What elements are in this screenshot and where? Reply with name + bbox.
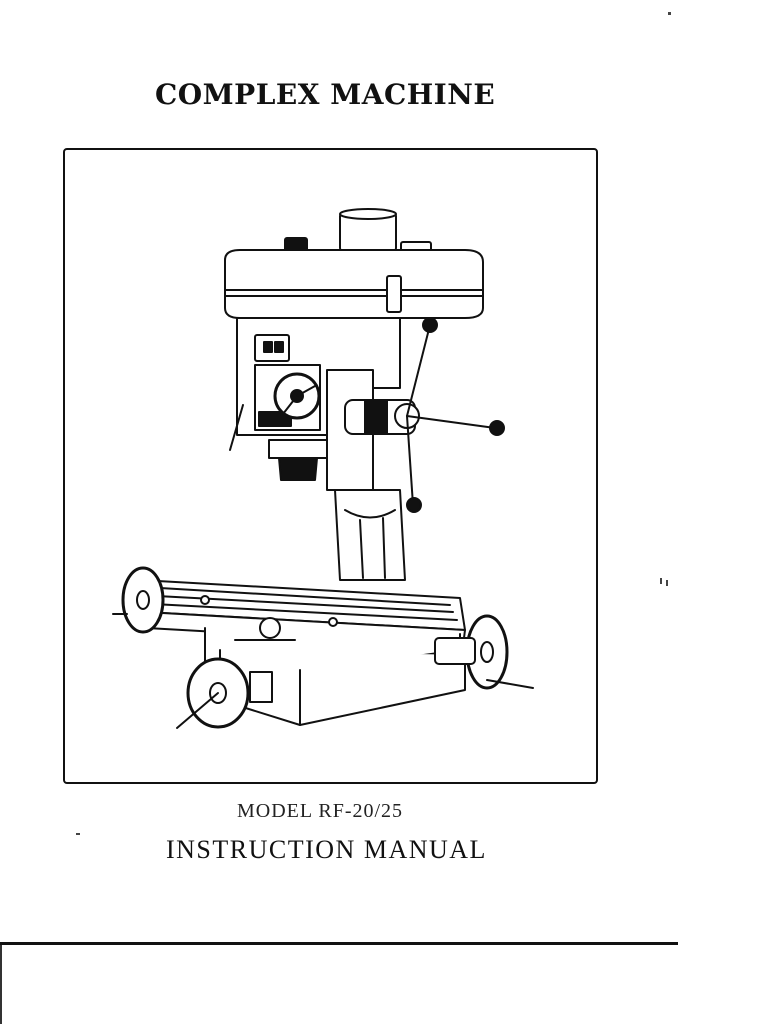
scan-speck <box>660 578 662 584</box>
cover-title: COMPLEX MACHINE <box>155 78 496 111</box>
bottom-rule <box>0 942 678 945</box>
scan-speck <box>666 580 668 586</box>
mill-drill-machine-icon <box>112 208 534 729</box>
scan-speck <box>668 12 671 15</box>
manual-subtitle: INSTRUCTION MANUAL <box>166 835 487 864</box>
scan-speck <box>76 833 80 835</box>
model-number: MODEL RF-20/25 <box>237 800 404 822</box>
illustration-frame <box>63 148 598 784</box>
page-edge-line <box>0 945 2 1024</box>
